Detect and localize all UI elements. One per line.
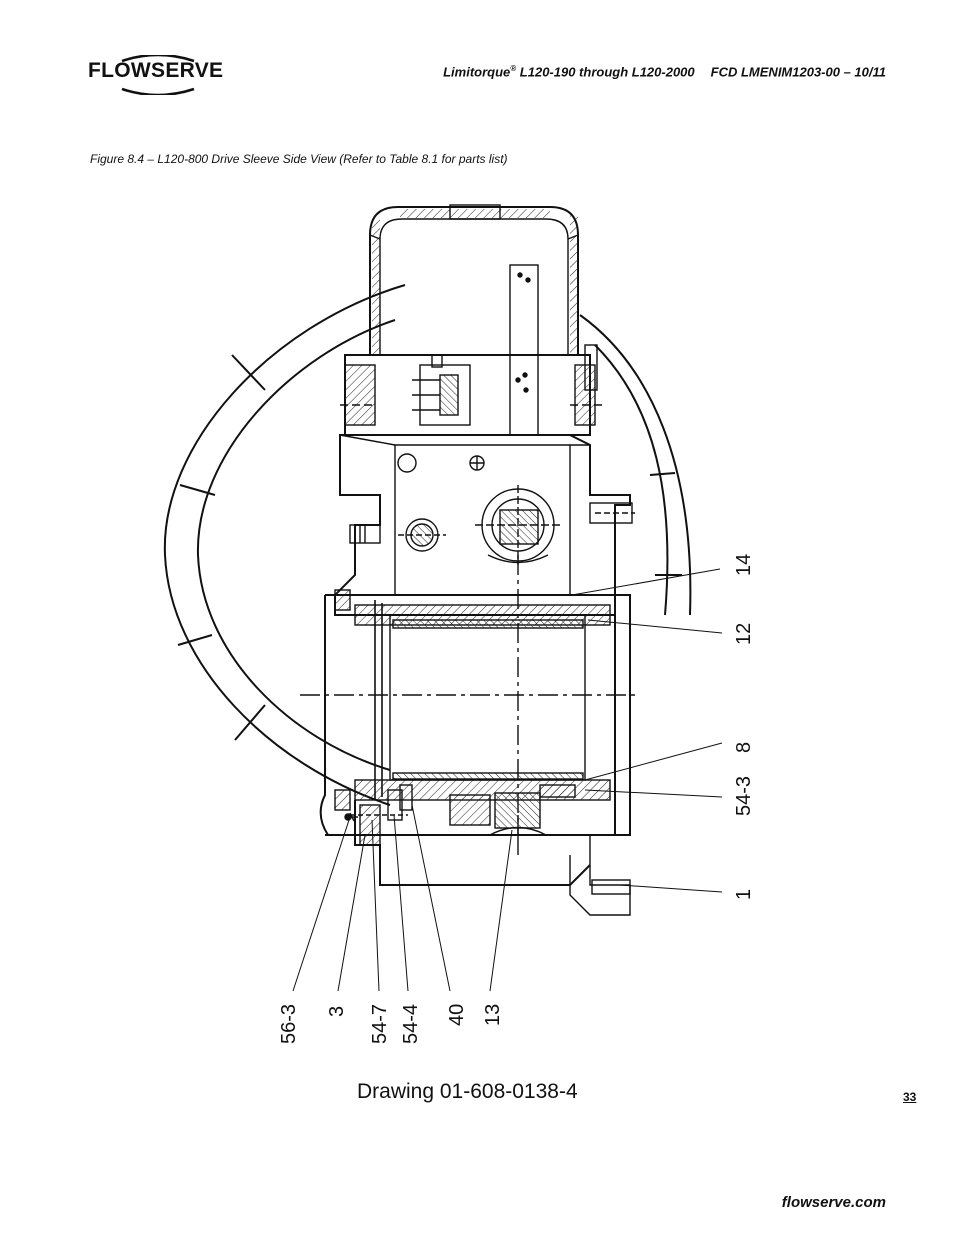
callout-54-4: 54-4 xyxy=(400,1003,422,1044)
logo-text: FLOWSERVE xyxy=(88,59,224,82)
header-product: Limitorque xyxy=(443,64,511,80)
header-doc-code: FCD LMENIM1203-00 – 10/11 xyxy=(710,64,886,80)
callout-14: 14 xyxy=(733,553,755,576)
flowserve-logo: FLOWSERVE xyxy=(88,55,228,95)
page-number: 33 xyxy=(903,1090,917,1104)
drive-sleeve-drawing xyxy=(163,204,723,992)
callout-1: 1 xyxy=(733,888,755,900)
callout-3: 3 xyxy=(326,1005,348,1017)
header-model-range: L120-190 through L120-2000 xyxy=(516,64,695,80)
callout-56-3: 56-3 xyxy=(278,1003,300,1044)
callout-54-3: 54-3 xyxy=(733,775,755,816)
callout-12: 12 xyxy=(733,622,755,645)
callout-8: 8 xyxy=(733,741,755,753)
drawing-number: Drawing 01-608-0138-4 xyxy=(357,1080,578,1103)
logo-arc-icon xyxy=(121,55,195,95)
page-header: Limitorque® L120-190 through L120-2000 FC… xyxy=(443,64,886,79)
registered-mark: ® xyxy=(510,64,517,73)
callout-40: 40 xyxy=(446,1003,468,1026)
figure-caption: Figure 8.4 – L120-800 Drive Sleeve Side … xyxy=(90,152,508,166)
footer-url: flowserve.com xyxy=(781,1194,886,1211)
callout-13: 13 xyxy=(482,1003,504,1026)
callout-54-7: 54-7 xyxy=(369,1003,391,1044)
